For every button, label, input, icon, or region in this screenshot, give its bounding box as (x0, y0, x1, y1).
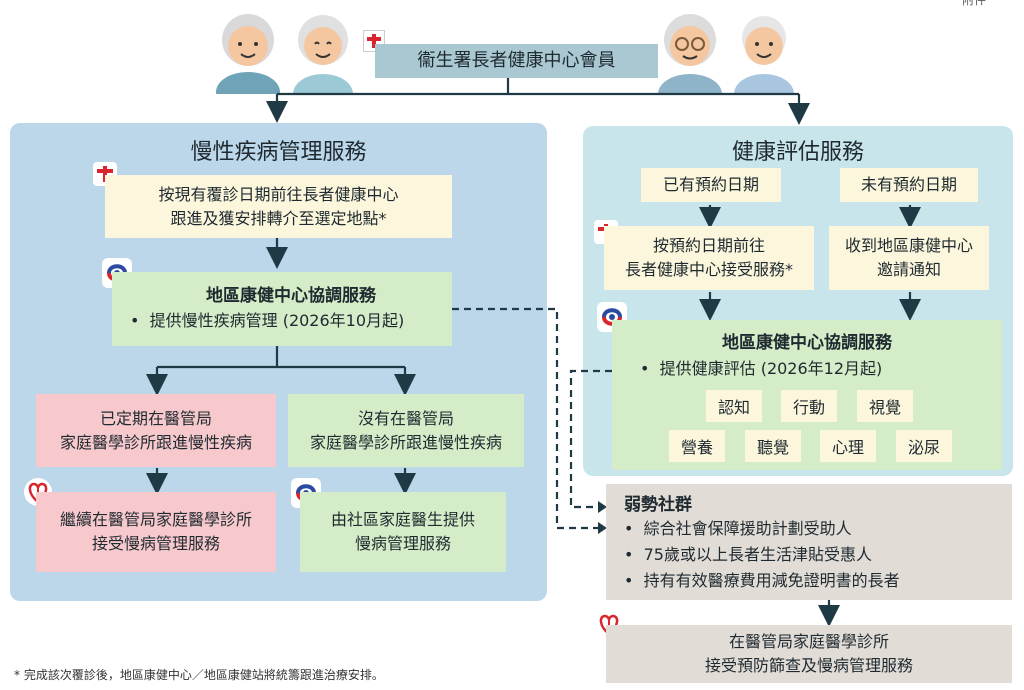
right-step-a-box: 按預約日期前往 長者健康中心接受服務* (604, 226, 814, 290)
right-option-a-box: 已有預約日期 (641, 168, 781, 202)
left-coordination-box: 地區康健中心協調服務 • 提供慢性疾病管理 (2026年10月起) (112, 272, 452, 346)
left-branch-a-box: 已定期在醫管局 家庭醫學診所跟進慢性疾病 (36, 394, 276, 467)
right-step-b-box: 收到地區康健中心 邀請通知 (829, 226, 989, 290)
top-member-label: 衞生署長者健康中心會員 (375, 44, 658, 78)
right-coordination-title: 地區康健中心協調服務 (722, 333, 892, 353)
assessment-tag: 認知 (706, 390, 762, 422)
right-panel-title: 健康評估服務 (731, 140, 864, 165)
assessment-tag: 聽覺 (745, 430, 801, 462)
vulnerable-groups-title: 弱勢社群 (624, 495, 692, 515)
left-step1-box: 按現有覆診日期前往長者健康中心 跟進及獲安排轉介至選定地點* (105, 175, 452, 238)
left-branch-b-box: 沒有在醫管局 家庭醫學診所跟進慢性疾病 (288, 394, 524, 467)
right-option-b-box: 未有預約日期 (840, 168, 978, 202)
vulnerable-groups-box (606, 484, 1012, 600)
assessment-tag: 心理 (820, 430, 876, 462)
vulnerable-item: • 綜合社會保障援助計劃受助人 (624, 519, 852, 538)
elderly-group-right-icon (658, 14, 794, 94)
left-panel-title: 慢性疾病管理服務 (190, 140, 367, 165)
vulnerable-item: • 75歲或以上長者生活津貼受惠人 (624, 545, 872, 564)
assessment-tag: 營養 (669, 430, 725, 462)
left-result-a-box: 繼續在醫管局家庭醫學診所 接受慢病管理服務 (36, 492, 276, 572)
footnote: * 完成該次覆診後，地區康健中心／地區康健站將統籌跟進治療安排。 (14, 668, 384, 682)
final-service-box: 在醫管局家庭醫學診所 接受預防篩查及慢病管理服務 (606, 625, 1012, 683)
assessment-tag: 視覺 (857, 390, 913, 422)
right-coordination-bullet: • 提供健康評估 (2026年12月起) (640, 359, 883, 378)
left-result-b-box: 由社區家庭醫生提供 慢病管理服務 (300, 492, 506, 572)
vulnerable-item: • 持有有效醫療費用減免證明書的長者 (624, 571, 900, 590)
assessment-tag: 泌尿 (896, 430, 952, 462)
elderly-group-left-icon (216, 14, 353, 94)
assessment-tag: 行動 (781, 390, 837, 422)
corner-mark: 附件 (962, 0, 987, 7)
